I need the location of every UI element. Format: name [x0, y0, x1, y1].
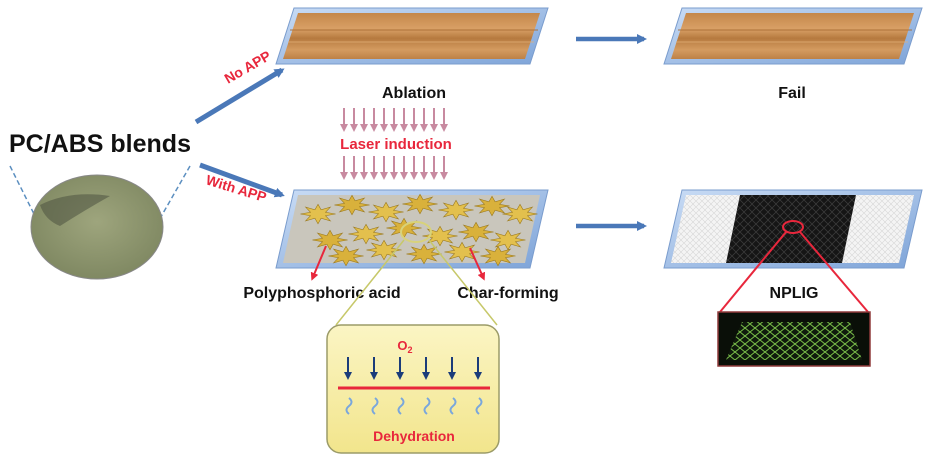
- app-particle: [348, 223, 384, 245]
- app-particle: [300, 203, 336, 225]
- ablation-label: Ablation: [382, 85, 446, 102]
- branch-arrow-with-app: [199, 162, 285, 198]
- app-particles: [300, 193, 538, 267]
- pointer-arrow-polyphosphoric: [310, 245, 327, 281]
- oxygen-label: O2: [397, 338, 412, 355]
- laser-arrows: [340, 108, 448, 180]
- app-particle: [328, 245, 364, 267]
- app-particle: [438, 199, 474, 221]
- zoom-circle: [400, 221, 432, 243]
- app-particle: [368, 201, 404, 223]
- laser-induction-label: Laser induction: [340, 136, 452, 153]
- branch-arrow-no-app: [194, 67, 285, 125]
- nplig-label: NPLIG: [770, 285, 819, 302]
- pointer-arrow-charforming: [469, 247, 486, 281]
- nplig-zoom-line-left: [719, 231, 787, 313]
- zoom-line-box-right: [428, 239, 498, 326]
- fail-label: Fail: [778, 85, 806, 102]
- app-particle: [422, 225, 458, 247]
- charforming-label: Char-forming: [457, 285, 558, 302]
- nplig-zoom-line-right: [799, 231, 869, 313]
- dehydration-label: Dehydration: [373, 428, 455, 444]
- app-particle: [502, 203, 538, 225]
- wood-substrate-ablation: [275, 7, 549, 65]
- water-squiggles: [345, 397, 483, 415]
- app-particle: [490, 229, 526, 251]
- zoom-line-box-left: [335, 239, 405, 326]
- polyphosphoric-label: Polyphosphoric acid: [243, 285, 400, 302]
- app-particle: [458, 221, 494, 243]
- nplig-substrate: [663, 189, 923, 269]
- wood-substrate-fail: [663, 7, 923, 65]
- zoom-line-right: [157, 165, 191, 223]
- app-particle: [312, 229, 348, 251]
- app-particle: [334, 194, 370, 216]
- start-title: PC/ABS blends: [9, 130, 191, 158]
- oxygen-arrows: [344, 357, 482, 380]
- app-particle: [474, 195, 510, 217]
- blend-sample-dark-region: [40, 194, 110, 226]
- blend-sample-image: [30, 174, 164, 280]
- nplig-zoom-circle: [782, 220, 804, 234]
- app-particle: [402, 193, 438, 215]
- app-particle: [480, 245, 516, 267]
- app-particle: [406, 243, 442, 265]
- nplig-graphene-image: [717, 311, 871, 367]
